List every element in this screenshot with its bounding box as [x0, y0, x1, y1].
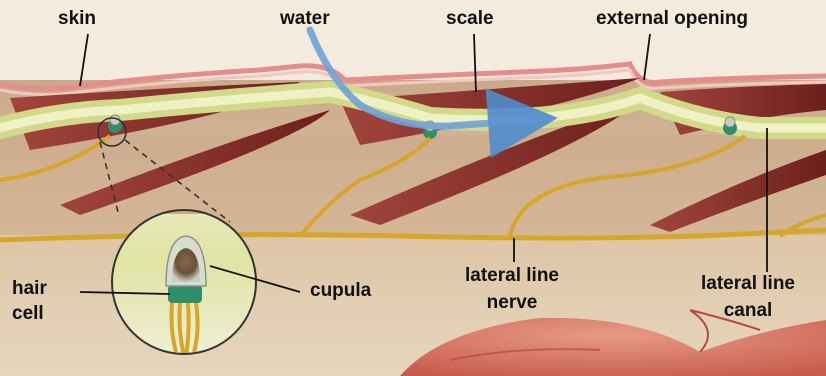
label-lateral-line-nerve-line2: nerve: [452, 292, 572, 314]
label-lateral-line-canal-line1: lateral line: [686, 273, 810, 295]
label-hair-cell-line2: cell: [12, 303, 44, 325]
label-lateral-line-canal-line2: canal: [686, 300, 810, 322]
label-lateral-line-nerve-line1: lateral line: [452, 265, 572, 287]
label-scale: scale: [446, 8, 494, 30]
label-external-opening: external opening: [596, 8, 748, 30]
label-cupula: cupula: [310, 280, 371, 302]
label-hair-cell-line1: hair: [12, 278, 47, 300]
label-water: water: [280, 8, 330, 30]
label-skin: skin: [58, 8, 96, 30]
